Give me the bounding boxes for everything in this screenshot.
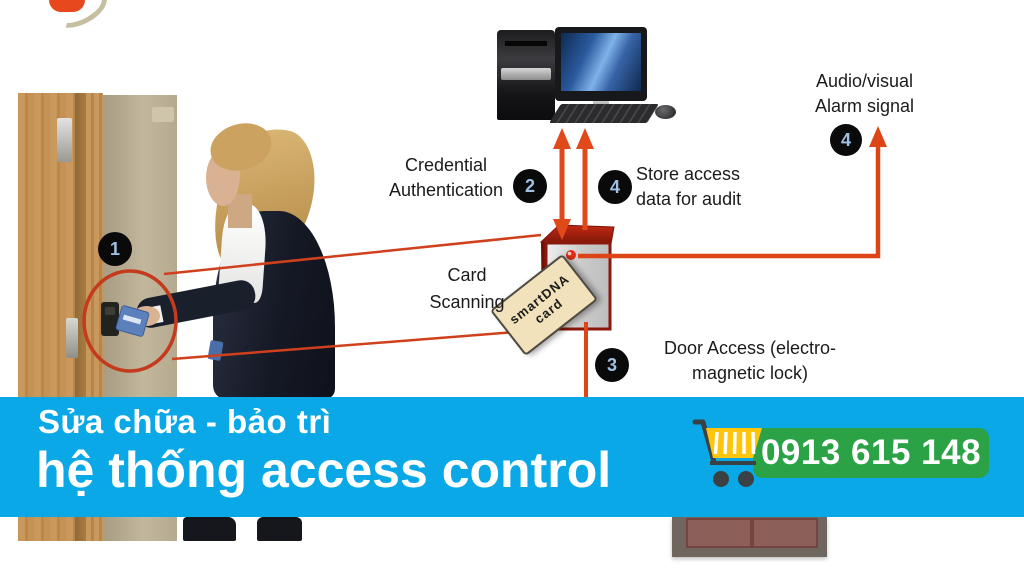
step-badge-4-store: 4 [598, 170, 632, 204]
magnetic-lock-door-graphic [672, 517, 827, 557]
pc-tower-band [501, 68, 551, 80]
label-audio-visual-alarm: Audio/visual Alarm signal [792, 69, 937, 119]
step-3-number: 3 [606, 354, 617, 375]
keyboard [549, 104, 659, 123]
label-credential-line1: Credential [404, 155, 488, 175]
arrowhead-down-left [553, 219, 571, 240]
brand-logo-partial-icon [49, 0, 85, 12]
arrowhead-alarm [869, 126, 887, 147]
door-frame-gap [75, 93, 86, 541]
label-card-scanning: Card Scanning [410, 262, 524, 316]
mouse [655, 105, 676, 119]
pc-tower-drive-slot [505, 41, 547, 46]
arrowhead-up-left [553, 128, 571, 149]
phone-number: 0913 615 148 [760, 433, 982, 472]
label-store-line1: Store access [636, 164, 741, 184]
door-hinge-bottom [66, 318, 78, 358]
label-credential-authentication: Credential Authentication [375, 153, 517, 203]
step-badge-3: 3 [595, 348, 629, 382]
banner-title-line2: hệ thống access control [36, 442, 612, 498]
door-pane-right [752, 518, 818, 548]
label-cardscan-line1: Card [447, 265, 487, 285]
door-closer [152, 107, 174, 122]
step-badge-2: 2 [513, 169, 547, 203]
label-store-line2: data for audit [636, 189, 742, 209]
banner-title-line1: Sửa chữa - bảo trì [38, 403, 332, 440]
alarm-indicator-dot-highlight [567, 251, 572, 256]
alarm-indicator-dot-icon [566, 250, 576, 260]
phone-number-pill: 0913 615 148 [753, 428, 989, 478]
label-door-line1: Door Access (electro- [663, 338, 837, 358]
label-door-line2: magnetic lock) [691, 363, 809, 383]
label-door-access: Door Access (electro- magnetic lock) [634, 336, 866, 386]
label-credential-line2: Authentication [388, 180, 504, 200]
desktop-computer-icon [495, 25, 677, 127]
step-badge-4-alarm: 4 [830, 124, 862, 156]
monitor-screen [561, 33, 641, 91]
label-alarm-line1: Audio/visual [815, 71, 914, 91]
step-4-alarm-number: 4 [840, 129, 851, 150]
door-hinge-top [57, 118, 72, 162]
label-cardscan-line2: Scanning [429, 292, 505, 312]
step-badge-1: 1 [98, 232, 132, 266]
card-reader-screen [105, 307, 115, 315]
label-store-access-data: Store access data for audit [636, 162, 796, 212]
step-1-number: 1 [109, 238, 120, 259]
shopping-cart-icon [692, 419, 762, 487]
door-pane-left [686, 518, 752, 548]
woman-shoe-left [183, 517, 236, 541]
step-4-store-number: 4 [609, 176, 620, 197]
arrowhead-up-right [576, 128, 594, 149]
step-2-number: 2 [524, 175, 535, 196]
card-scanner-box-top [539, 224, 615, 245]
label-alarm-line2: Alarm signal [814, 96, 915, 116]
woman-shoe-right [257, 517, 302, 541]
